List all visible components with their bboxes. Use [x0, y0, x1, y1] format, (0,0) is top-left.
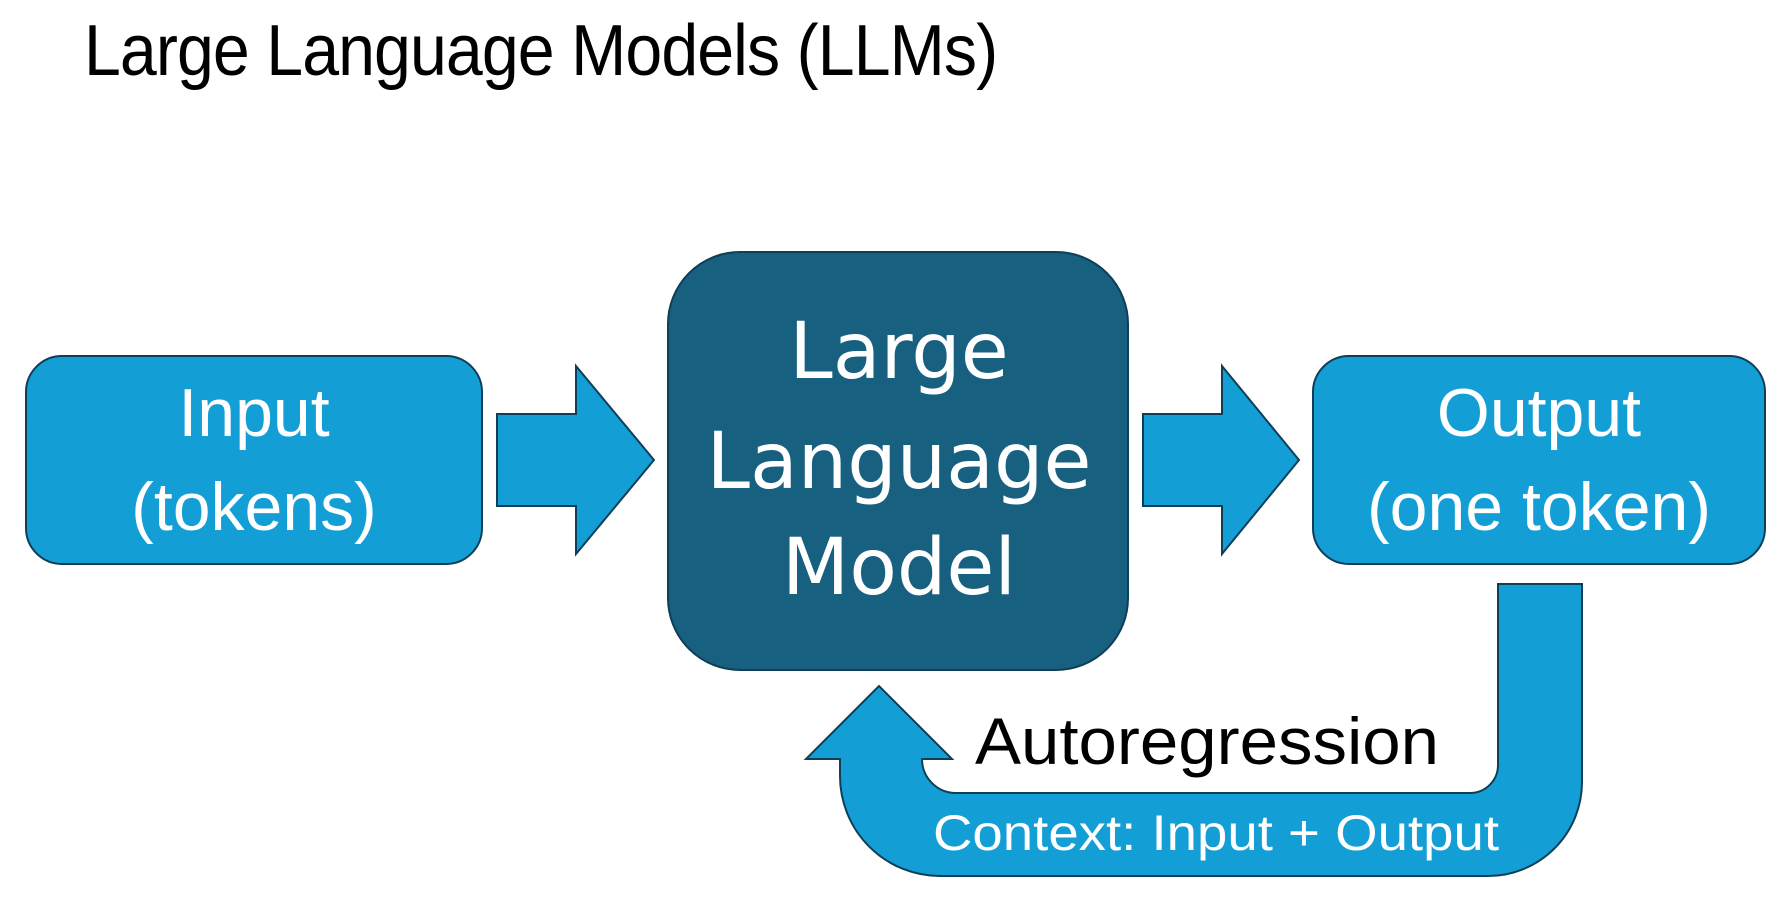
- arrow-input-to-model: [496, 363, 656, 557]
- input-node: Input (tokens): [25, 355, 483, 565]
- model-node: Large Language Model: [667, 251, 1129, 671]
- output-label-line1: Output: [1437, 375, 1641, 451]
- context-label: Context: Input + Output: [933, 805, 1499, 861]
- autoregression-arrow: [803, 583, 1583, 877]
- page-title: Large Language Models (LLMs): [84, 11, 998, 91]
- input-box: [25, 355, 483, 565]
- output-box: [1312, 355, 1766, 565]
- model-label-line2: Language: [707, 417, 1092, 507]
- input-label-line2: (tokens): [131, 469, 377, 545]
- model-label-line3: Model: [782, 523, 1016, 613]
- output-node: Output (one token): [1312, 355, 1766, 565]
- model-box: [667, 251, 1129, 671]
- input-label-line1: Input: [178, 375, 329, 451]
- arrow-model-to-output: [1142, 363, 1301, 557]
- autoregression-label: Autoregression: [975, 704, 1439, 778]
- output-label-line2: (one token): [1367, 469, 1711, 545]
- model-label-line1: Large: [789, 307, 1008, 397]
